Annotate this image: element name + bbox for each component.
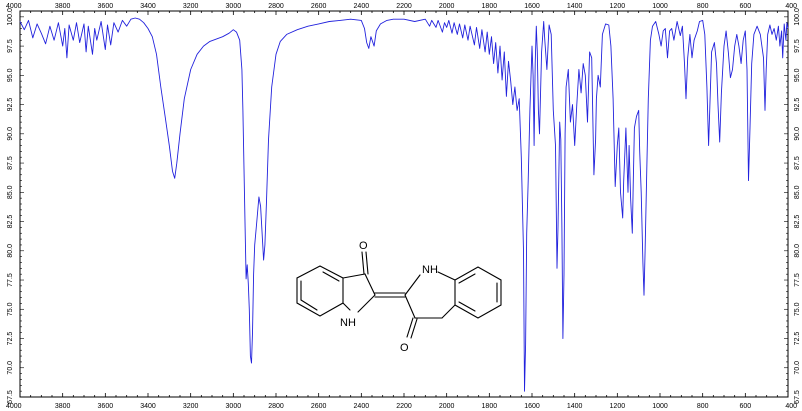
- y-tick-label-right: 100.0: [794, 8, 801, 26]
- x-tick-label-top: 3600: [98, 3, 114, 10]
- y-tick-label-right: 97.5: [794, 39, 801, 53]
- y-tick-label-right: 92.5: [794, 98, 801, 112]
- x-tick-label-top: 1200: [610, 3, 626, 10]
- y-tick-label-left: 72.5: [7, 332, 14, 346]
- y-tick-label-left: 85.0: [7, 185, 14, 199]
- y-axis-right: 100.0 97.5 95.0 92.5 90.0 87.5 85.0 82.5 80.0 77.…: [784, 8, 801, 404]
- x-tick-label-top: 3400: [140, 3, 156, 10]
- y-tick-label-right: 87.5: [794, 156, 801, 170]
- x-tick-label-bottom: 600: [739, 403, 751, 410]
- plot-frame: [19, 10, 789, 398]
- y-tick-label-right: 90.0: [794, 127, 801, 141]
- x-tick-label-top: 400: [785, 3, 797, 10]
- atom-label-nh-left: NH: [340, 317, 356, 329]
- right-benzene-ring: [454, 266, 502, 319]
- atom-label-oxygen-right: O: [400, 342, 409, 354]
- x-tick-label-top: 4000: [6, 3, 22, 10]
- y-tick-label-right: 67.5: [794, 390, 801, 404]
- x-tick-label-bottom: 3800: [55, 403, 71, 410]
- x-tick-label-bottom: 2600: [311, 403, 327, 410]
- y-tick-label-right: 95.0: [794, 68, 801, 82]
- y-tick-label-right: 85.0: [794, 185, 801, 199]
- y-tick-label-right: 77.5: [794, 273, 801, 287]
- y-tick-label-right: 82.5: [794, 215, 801, 229]
- x-tick-label-bottom: 4000: [6, 403, 22, 410]
- y-tick-label-right: 80.0: [794, 244, 801, 258]
- y-tick-label-left: 70.0: [7, 361, 14, 375]
- x-tick-label-top: 600: [739, 3, 751, 10]
- y-tick-label-right: 72.5: [794, 332, 801, 346]
- y-tick-label-left: 100.0: [7, 8, 14, 26]
- x-tick-label-top: 1800: [482, 3, 498, 10]
- x-tick-label-top: 3800: [55, 3, 71, 10]
- x-tick-label-bottom: 3200: [183, 403, 199, 410]
- x-tick-label-top: 2000: [439, 3, 455, 10]
- x-tick-label-bottom: 2800: [268, 403, 284, 410]
- y-tick-label-left: 77.5: [7, 273, 14, 287]
- x-tick-label-bottom: 2200: [396, 403, 412, 410]
- x-tick-label-top: 2800: [268, 3, 284, 10]
- x-tick-label-bottom: 3400: [140, 403, 156, 410]
- y-tick-label-left: 80.0: [7, 244, 14, 258]
- x-tick-label-bottom: 2000: [439, 403, 455, 410]
- x-tick-label-bottom: 1400: [567, 403, 583, 410]
- x-tick-label-bottom: 2400: [354, 403, 370, 410]
- y-tick-label-right: 75.0: [794, 302, 801, 316]
- y-tick-label-left: 95.0: [7, 68, 14, 82]
- x-axis-bottom: 4000 3800 3600 3400 3200 3000 2800 2600 2400 2200…: [6, 393, 797, 410]
- y-tick-label-right: 70.0: [794, 361, 801, 375]
- indigo-structure: [296, 251, 502, 339]
- x-tick-label-bottom: 3600: [98, 403, 114, 410]
- y-tick-label-left: 75.0: [7, 302, 14, 316]
- x-tick-label-bottom: 1600: [524, 403, 540, 410]
- x-tick-label-bottom: 400: [785, 403, 797, 410]
- y-tick-label-left: 67.5: [7, 390, 14, 404]
- x-tick-label-bottom: 3000: [226, 403, 242, 410]
- x-tick-label-top: 2600: [311, 3, 327, 10]
- spectrum-line-0: [19, 17, 789, 392]
- y-tick-label-left: 90.0: [7, 127, 14, 141]
- y-tick-label-left: 87.5: [7, 156, 14, 170]
- x-tick-label-top: 1600: [524, 3, 540, 10]
- x-tick-label-bottom: 800: [697, 403, 709, 410]
- x-tick-label-top: 800: [697, 3, 709, 10]
- x-tick-label-bottom: 1000: [652, 403, 668, 410]
- y-tick-label-left: 82.5: [7, 215, 14, 229]
- x-tick-label-top: 2200: [396, 3, 412, 10]
- atom-label-oxygen-left: O: [359, 240, 368, 252]
- x-tick-label-top: 2400: [354, 3, 370, 10]
- x-tick-label-top: 3000: [226, 3, 242, 10]
- y-tick-label-left: 97.5: [7, 39, 14, 53]
- x-tick-label-bottom: 1800: [482, 403, 498, 410]
- series-layer: [19, 17, 789, 392]
- left-benzene-ring: [296, 265, 344, 317]
- x-tick-label-top: 1000: [652, 3, 668, 10]
- y-tick-label-left: 92.5: [7, 98, 14, 112]
- x-axis-top: 4000 3800 3600 3400 3200 3000 2800 2600 2400 2200…: [6, 3, 797, 15]
- y-axis-left: 100.0 97.5 95.0 92.5 90.0 87.5 85.0 82.5 80.0 77.…: [7, 8, 24, 404]
- atom-label-nh-right: NH: [422, 264, 438, 276]
- x-tick-label-bottom: 1200: [610, 403, 626, 410]
- x-tick-label-top: 3200: [183, 3, 199, 10]
- x-tick-label-top: 1400: [567, 3, 583, 10]
